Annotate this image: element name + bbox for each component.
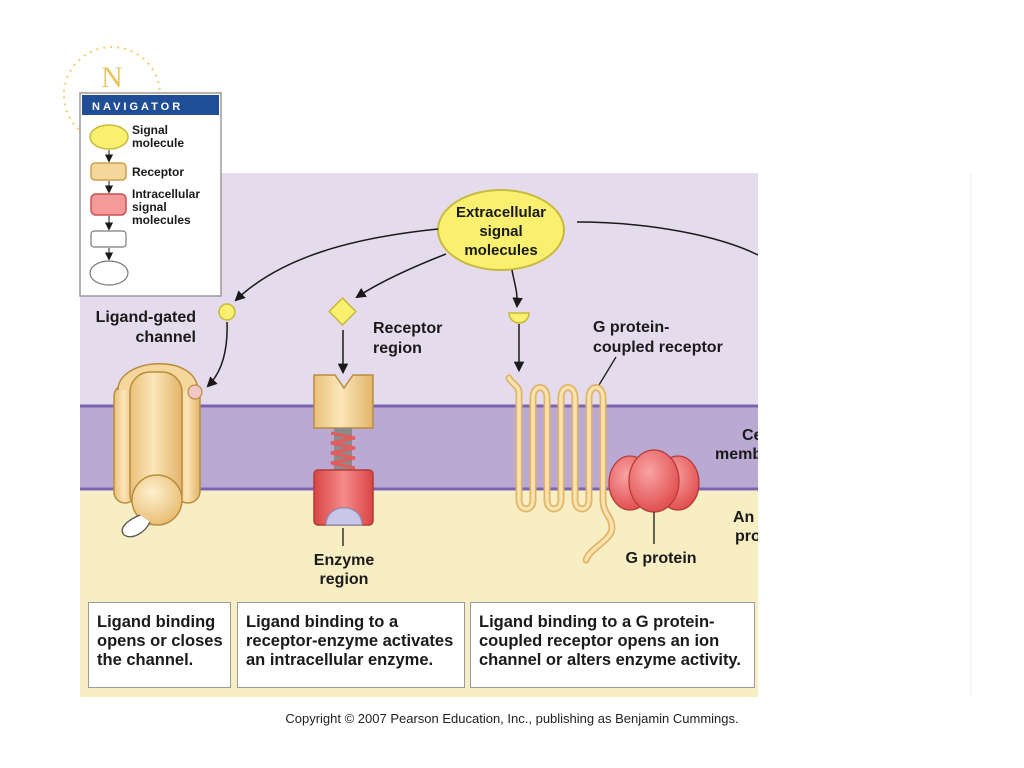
nav-signal-molecule-icon: [89, 124, 129, 150]
gpcr-label-line2: coupled receptor: [593, 339, 723, 356]
caption-3-line2: coupled receptor opens an ion: [479, 632, 720, 650]
caption-3-line3: channel or alters enzyme activity.: [479, 651, 741, 669]
receptor-enzyme: Receptor region Enzyme region: [313, 297, 442, 588]
copyright-notice: Copyright © 2007 Pearson Education, Inc.…: [285, 711, 739, 726]
and-pro-label-line1: An: [733, 509, 754, 526]
channel-ligand: [218, 303, 236, 321]
nav-item-intracellular-line1: Intracellular: [132, 187, 200, 201]
gpcr-label-line1: G protein-: [593, 319, 669, 336]
caption-1-line2: opens or closes: [97, 632, 223, 650]
receptor-region-label-line2: region: [373, 340, 422, 357]
caption-ligand-gated: Ligand binding opens or closes the chann…: [88, 602, 231, 688]
caption-2-line2: receptor-enzyme activates: [246, 632, 454, 650]
g-protein-label: G protein: [625, 550, 696, 567]
extracellular-signal-oval: [437, 189, 565, 271]
nav-receptor-icon: [90, 162, 127, 181]
caption-2-line1: Ligand binding to a: [246, 613, 399, 631]
arrow-to-receptor-ligand: [355, 253, 447, 299]
extracellular-label-line1: Extracellular: [456, 204, 546, 221]
navigator-title: NAVIGATOR: [92, 101, 183, 113]
nav-item-signal-line1: Signal: [132, 123, 168, 137]
receptor-region-block: [313, 374, 374, 429]
ligand-gated-channel: Ligand-gated channel: [96, 303, 236, 538]
arrow-ligand-to-channel: [206, 321, 228, 388]
arrow-to-channel-ligand: [234, 228, 439, 302]
caption-1-line3: the channel.: [97, 651, 194, 669]
navigator-header: [82, 95, 219, 115]
navigator-logo-letter: N: [101, 61, 123, 94]
extracellular-label-line2: signal: [479, 223, 522, 240]
cell-membrane-label-line2: memb: [715, 446, 762, 463]
caption-1-line1: Ligand binding: [97, 613, 216, 631]
nav-item-intracellular-line3: molecules: [132, 213, 191, 227]
nav-intracellular-icon: [90, 193, 127, 216]
caption-2-line3: an intracellular enzyme.: [246, 651, 434, 669]
nav-empty-response-icon: [89, 260, 129, 286]
extracellular-label-line3: molecules: [464, 242, 537, 259]
caption-3-line1: Ligand binding to a G protein-: [479, 613, 715, 631]
arrow-to-gpcr-ligand: [511, 269, 523, 309]
g-protein-coupled-receptor: G protein- coupled receptor G protein: [505, 312, 723, 567]
nav-empty-step-icon: [90, 230, 127, 248]
caption-receptor-enzyme: Ligand binding to a receptor-enzyme acti…: [237, 602, 465, 688]
nav-item-intracellular-line2: signal: [132, 200, 167, 214]
receptor-ligand: [328, 297, 357, 326]
nav-item-receptor: Receptor: [132, 165, 184, 179]
right-mask: [758, 170, 970, 700]
nav-item-signal-line2: molecule: [132, 136, 184, 150]
enzyme-region-label-line1: Enzyme: [314, 552, 375, 569]
navigator-panel: N NAVIGATOR Signal molecule Receptor Int…: [63, 46, 222, 297]
caption-g-protein: Ligand binding to a G protein- coupled r…: [470, 602, 755, 688]
receptor-region-label-line1: Receptor: [373, 320, 442, 337]
arrow-offscreen-right: [576, 221, 759, 256]
enzyme-region-label-line2: region: [320, 571, 369, 588]
signal-arrows: [234, 221, 759, 309]
and-pro-label-line2: pro: [735, 528, 761, 545]
g-protein: [608, 449, 700, 513]
cell-membrane-label-line1: Ce: [742, 427, 763, 444]
ligand-gated-label-line1: Ligand-gated: [96, 309, 196, 326]
ligand-gated-label-line2: channel: [136, 329, 196, 346]
gpcr-ligand: [508, 312, 530, 324]
